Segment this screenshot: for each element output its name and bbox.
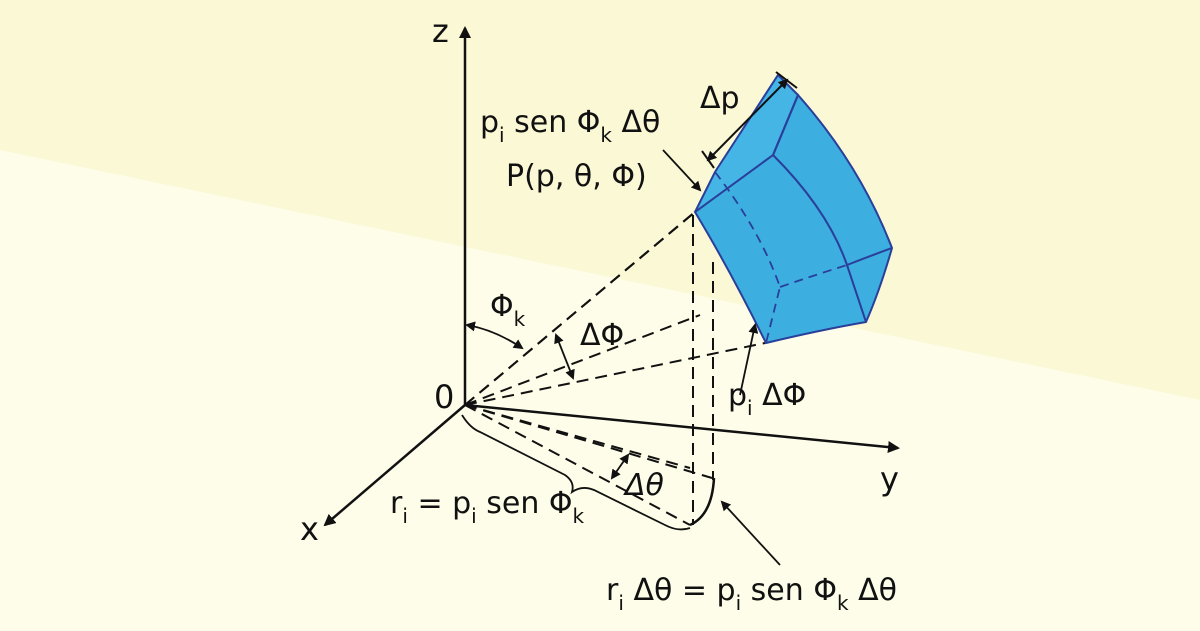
pi-delta-phi-leader — [739, 323, 759, 396]
delta-p-dimension — [706, 78, 789, 162]
delta-phi-arc — [554, 333, 575, 380]
y-axis — [464, 403, 900, 453]
ray-ground-1 — [464, 404, 691, 469]
delta-theta-arrow — [610, 453, 630, 480]
delta-p-tick-1 — [701, 150, 715, 169]
phi-k-arc — [465, 321, 524, 350]
front-face-edge — [772, 154, 867, 323]
pi-delta-phi-label: pi ΔΦ — [728, 378, 806, 420]
delta-theta-label: Δθ — [623, 468, 664, 503]
hidden-edge-1 — [714, 171, 781, 344]
ray-to-inner-corner — [464, 194, 716, 406]
y-axis-label: y — [880, 460, 899, 498]
x-axis-label: x — [300, 510, 319, 548]
ri-equation-label: ri = pi sen Φk — [390, 486, 585, 528]
background-band — [0, 0, 1200, 400]
origin-label: 0 — [434, 378, 454, 416]
arc-phi-radius-label: pi sen Φk Δθ — [480, 105, 660, 147]
z-axis-label: z — [432, 12, 449, 50]
point-p-label: P(p, θ, Φ) — [506, 159, 647, 194]
delta-p-tick-2 — [775, 71, 798, 89]
ri-brace — [461, 414, 691, 531]
x-axis — [323, 404, 466, 527]
arc-eq-leader — [720, 500, 781, 566]
delta-p-label: Δp — [700, 81, 740, 116]
phi-k-label: Φk — [490, 289, 526, 331]
hidden-edge-2 — [779, 264, 848, 288]
point-p-leader — [662, 149, 702, 192]
arc-equation-label: ri Δθ = pi sen Φk Δθ — [606, 573, 897, 615]
ray-phi-lower — [464, 314, 701, 406]
front-bottom-edge — [846, 247, 893, 266]
ray-ground-3 — [464, 404, 691, 526]
ray-ground-2 — [464, 404, 713, 479]
ray-phi-lower-2 — [464, 342, 766, 406]
delta-phi-label: ΔΦ — [580, 318, 624, 353]
ground-arc — [689, 477, 716, 527]
dashed-rays — [464, 194, 766, 526]
